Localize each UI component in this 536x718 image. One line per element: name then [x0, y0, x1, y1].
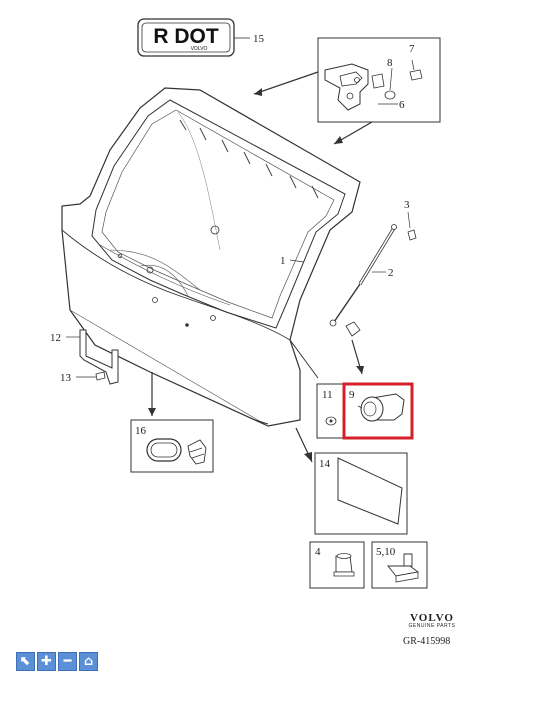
tailgate-panel[interactable]: [61, 87, 361, 427]
brand-subtitle: GENUINE PARTS: [408, 623, 456, 629]
callout-9: 9: [349, 389, 355, 401]
callout-12: 12: [50, 332, 61, 344]
callout-3: 3: [404, 199, 410, 211]
detail-box-4[interactable]: [309, 541, 365, 589]
callout-7: 7: [409, 43, 415, 55]
callout-15: 15: [253, 33, 265, 45]
detail-box-9-highlighted[interactable]: [342, 382, 414, 440]
callout-5-10: 5,10: [376, 546, 396, 558]
pointer-icon[interactable]: ⬉: [16, 652, 35, 671]
callout-6: 6: [399, 99, 405, 111]
brand-logo: VOLVO GENUINE PARTS: [397, 612, 467, 629]
brand-name: VOLVO: [410, 612, 454, 624]
hinge-detail-box[interactable]: [317, 37, 441, 123]
callout-14: 14: [319, 458, 331, 470]
zoom-toolbar: ⬉ ✚ ━ ⌂: [16, 652, 98, 671]
callout-11: 11: [322, 389, 333, 401]
callout-8: 8: [387, 57, 393, 69]
home-icon[interactable]: ⌂: [79, 652, 98, 671]
callout-1: 1: [280, 255, 286, 267]
emblem-text: R DOT: [153, 25, 219, 48]
bracket-part[interactable]: [79, 329, 119, 385]
emblem-part[interactable]: R DOT VOLVO: [137, 18, 235, 57]
callout-16: 16: [135, 425, 147, 437]
zoom-in-icon[interactable]: ✚: [37, 652, 56, 671]
zoom-out-icon[interactable]: ━: [58, 652, 77, 671]
detail-box-5-10[interactable]: [371, 541, 428, 589]
detail-box-16[interactable]: [130, 419, 214, 473]
detail-box-11[interactable]: [316, 383, 345, 439]
detail-box-14[interactable]: [314, 452, 408, 535]
callout-4: 4: [315, 546, 321, 558]
callout-13: 13: [60, 372, 72, 384]
emblem-subtext: VOLVO: [191, 46, 208, 52]
diagram-code: GR-415998: [403, 636, 451, 647]
callout-2: 2: [388, 267, 394, 279]
gas-strut-part[interactable]: [329, 224, 417, 337]
